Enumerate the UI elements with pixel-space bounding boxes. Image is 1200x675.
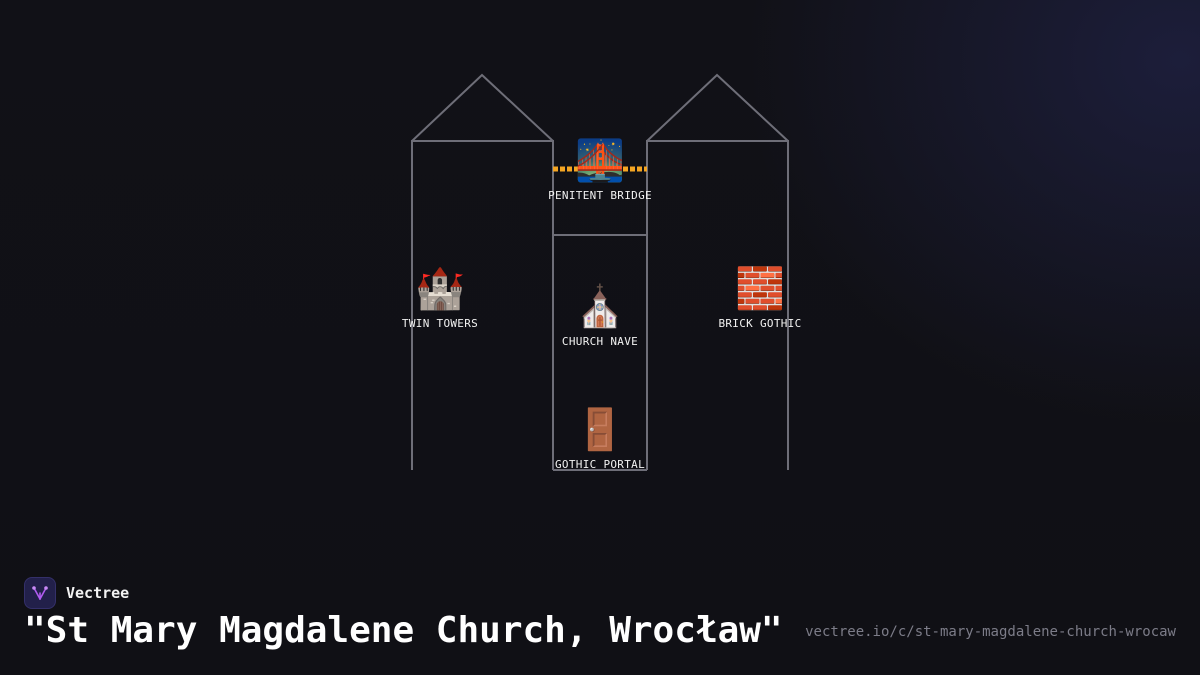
brand: Vectree (24, 577, 129, 609)
door-icon: 🚪 (575, 407, 625, 453)
node-penitent-bridge: 🌉 PENITENT BRIDGE (548, 137, 652, 202)
node-gothic-portal: 🚪 GOTHIC PORTAL (555, 406, 645, 471)
brand-name: Vectree (66, 584, 130, 602)
church-icon: ⛪ (575, 284, 625, 330)
source-url[interactable]: vectree.io/c/st-mary-magdalene-church-wr… (805, 624, 1176, 640)
node-church-nave: ⛪ CHURCH NAVE (562, 283, 638, 348)
node-label: TWIN TOWERS (401, 317, 479, 330)
page-title: "St Mary Magdalene Church, Wrocław" (24, 610, 783, 651)
right-tower-spire (646, 73, 789, 142)
node-label: GOTHIC PORTAL (555, 458, 645, 471)
node-twin-towers: 🏰 TWIN TOWERS (402, 265, 478, 330)
vectree-logo-icon (24, 577, 56, 609)
node-brick-gothic: 🧱 BRICK GOTHIC (718, 265, 801, 330)
node-label: PENITENT BRIDGE (548, 189, 652, 202)
node-label: CHURCH NAVE (561, 335, 639, 348)
left-tower-outline (411, 140, 554, 470)
node-label: BRICK GOTHIC (718, 317, 802, 330)
right-tower-outline (646, 140, 789, 470)
left-tower-spire (411, 73, 554, 142)
castle-icon: 🏰 (415, 266, 465, 312)
brick-icon: 🧱 (735, 266, 785, 312)
bridge-at-night-icon: 🌉 (575, 138, 625, 184)
